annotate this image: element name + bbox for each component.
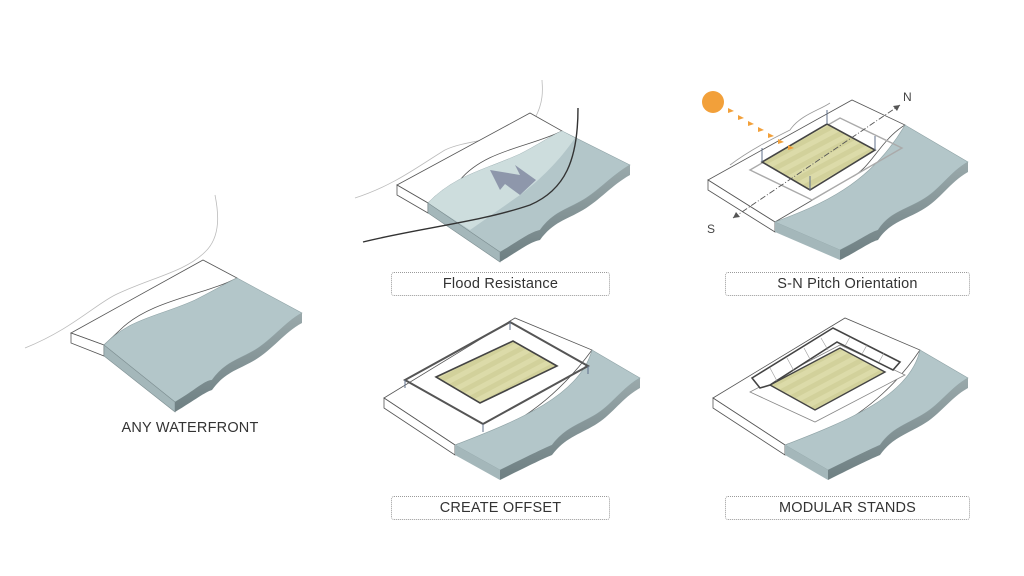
flood-barrier-line [362,107,579,243]
flood-flow-arrow-icon [490,165,536,195]
panel-label-create-offset: CREATE OFFSET [391,496,610,520]
panel-label-sn-pitch-orientation: S-N Pitch Orientation [725,272,970,296]
sun-ray-arrows [728,108,794,150]
panel-any-waterfront [24,194,303,413]
panel-create-offset [383,317,641,480]
panel-label-flood-resistance: Flood Resistance [391,272,610,296]
coastline-contour [24,194,219,349]
north-south-axis [732,104,901,219]
compass-north-label: N [903,90,912,104]
panel-label-any-waterfront: ANY WATERFRONT [121,420,259,436]
compass-south-label: S [707,222,716,236]
modular-stand [750,327,902,389]
panel-label-modular-stands: MODULAR STANDS [725,496,970,520]
panel-sn-pitch-orientation [702,91,969,260]
sun-icon [702,91,724,113]
pitch [768,347,887,411]
drop-arrows [761,110,876,190]
pitch [434,340,559,404]
panel-modular-stands [712,317,969,480]
panel-flood-resistance [354,79,631,263]
